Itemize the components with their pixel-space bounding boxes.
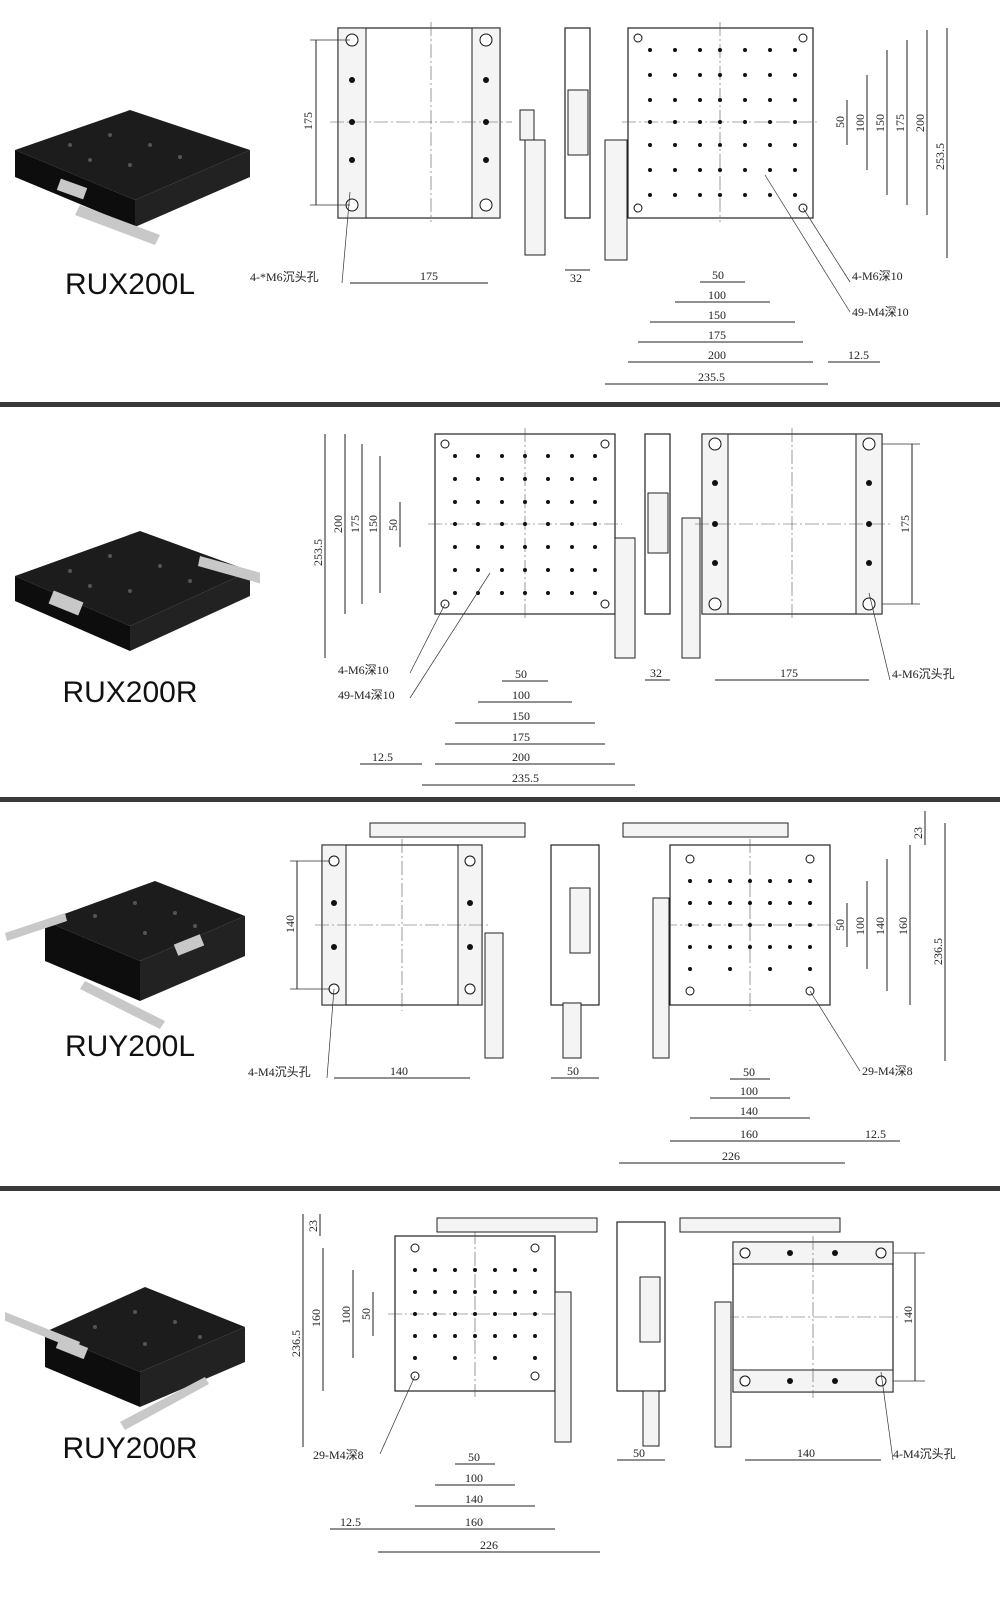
section-ruy200r: RUY200R 23 236.5 160 100 50 29-M4深8 50 bbox=[0, 1192, 1000, 1606]
note-label: 4-M6深10 bbox=[338, 663, 389, 677]
note-label: 4-M6沉头孔 bbox=[892, 667, 955, 681]
dim-label: 200 bbox=[331, 515, 345, 533]
product-photo-rux200l bbox=[15, 110, 250, 245]
product-photo-ruy200r bbox=[5, 1287, 245, 1430]
dim-label: 175 bbox=[301, 112, 315, 130]
dim-label: 160 bbox=[740, 1127, 758, 1141]
section-rux200l: RUX200L 175 175 4-*M6沉头孔 32 bbox=[0, 0, 1000, 410]
dim-label: 236.5 bbox=[289, 1330, 303, 1357]
dim-label: 23 bbox=[306, 1220, 320, 1232]
dim-label: 175 bbox=[708, 328, 726, 342]
dim-label: 32 bbox=[650, 666, 662, 680]
dim-label: 100 bbox=[339, 1306, 353, 1324]
dim-label: 12.5 bbox=[848, 348, 869, 362]
dim-label: 100 bbox=[853, 114, 867, 132]
dim-label: 253.5 bbox=[311, 539, 325, 566]
dim-label: 200 bbox=[708, 348, 726, 362]
dim-label: 150 bbox=[873, 114, 887, 132]
dim-label: 50 bbox=[359, 1308, 373, 1320]
dim-label: 226 bbox=[722, 1149, 740, 1163]
dim-label: 100 bbox=[465, 1471, 483, 1485]
dim-label: 50 bbox=[515, 667, 527, 681]
dim-label: 140 bbox=[283, 915, 297, 933]
dim-label: 50 bbox=[743, 1065, 755, 1079]
dim-label: 140 bbox=[740, 1104, 758, 1118]
note-label: 29-M4深8 bbox=[862, 1064, 913, 1078]
note-label: 49-M4深10 bbox=[852, 305, 909, 319]
dim-label: 226 bbox=[480, 1538, 498, 1552]
product-photo-ruy200l bbox=[5, 881, 245, 1029]
dim-label: 200 bbox=[913, 114, 927, 132]
dim-label: 50 bbox=[712, 268, 724, 282]
dim-label: 175 bbox=[898, 515, 912, 533]
dim-label: 50 bbox=[633, 1446, 645, 1460]
dim-label: 100 bbox=[708, 288, 726, 302]
note-label: 29-M4深8 bbox=[313, 1448, 364, 1462]
dim-label: 140 bbox=[390, 1064, 408, 1078]
dim-label: 160 bbox=[309, 1309, 323, 1327]
dim-label: 50 bbox=[833, 116, 847, 128]
dim-label: 160 bbox=[465, 1515, 483, 1529]
dim-label: 235.5 bbox=[698, 370, 725, 384]
dim-label: 175 bbox=[780, 666, 798, 680]
dim-label: 50 bbox=[833, 919, 847, 931]
dim-label: 175 bbox=[420, 269, 438, 283]
dim-label: 150 bbox=[512, 709, 530, 723]
dim-label: 50 bbox=[386, 519, 400, 531]
section-divider bbox=[0, 797, 1000, 802]
dim-label: 12.5 bbox=[865, 1127, 886, 1141]
dim-label: 140 bbox=[465, 1492, 483, 1506]
dim-label: 140 bbox=[797, 1446, 815, 1460]
dim-label: 23 bbox=[911, 827, 925, 839]
dim-label: 100 bbox=[853, 917, 867, 935]
drawing-rux200r: 253.5 200 175 150 50 4-M6深10 49-M4深10 50… bbox=[311, 428, 955, 786]
dim-label: 100 bbox=[740, 1084, 758, 1098]
model-label: RUY200L bbox=[64, 1030, 196, 1063]
note-label: 4-M4沉头孔 bbox=[893, 1447, 956, 1461]
dim-label: 175 bbox=[348, 515, 362, 533]
dim-label: 160 bbox=[896, 917, 910, 935]
dim-label: 253.5 bbox=[933, 143, 947, 170]
section-rux200r: RUX200R 253.5 200 175 150 50 4-M6深10 49 bbox=[0, 408, 1000, 798]
dim-label: 200 bbox=[512, 750, 530, 764]
drawing-ruy200l: 140 140 4-M4沉头孔 50 50 100 140 bbox=[248, 811, 946, 1164]
section-ruy200l: RUY200L 140 140 4-M4沉头孔 50 bbox=[0, 803, 1000, 1185]
note-label: 4-*M6沉头孔 bbox=[250, 270, 319, 284]
drawing-ruy200r: 23 236.5 160 100 50 29-M4深8 50 100 140 1… bbox=[289, 1214, 956, 1553]
model-label: RUX200R bbox=[62, 676, 198, 709]
dim-label: 12.5 bbox=[340, 1515, 361, 1529]
dim-label: 150 bbox=[708, 308, 726, 322]
section-divider bbox=[0, 1186, 1000, 1191]
note-label: 4-M6深10 bbox=[852, 269, 903, 283]
dim-label: 100 bbox=[512, 688, 530, 702]
dim-label: 12.5 bbox=[372, 750, 393, 764]
dim-label: 236.5 bbox=[931, 938, 945, 965]
dim-label: 50 bbox=[468, 1450, 480, 1464]
product-photo-rux200r bbox=[15, 531, 260, 651]
dim-label: 235.5 bbox=[512, 771, 539, 785]
dim-label: 175 bbox=[893, 114, 907, 132]
model-label: RUX200L bbox=[64, 268, 196, 301]
model-label: RUY200R bbox=[62, 1432, 198, 1465]
dim-label: 140 bbox=[901, 1306, 915, 1324]
dim-label: 140 bbox=[873, 917, 887, 935]
dim-label: 32 bbox=[570, 271, 582, 285]
section-divider bbox=[0, 402, 1000, 407]
note-label: 4-M4沉头孔 bbox=[248, 1065, 311, 1079]
note-label: 49-M4深10 bbox=[338, 688, 395, 702]
dim-label: 175 bbox=[512, 730, 530, 744]
dim-label: 150 bbox=[366, 515, 380, 533]
drawing-rux200l: 175 175 4-*M6沉头孔 32 50 100 150 bbox=[250, 22, 948, 385]
dim-label: 50 bbox=[567, 1064, 579, 1078]
